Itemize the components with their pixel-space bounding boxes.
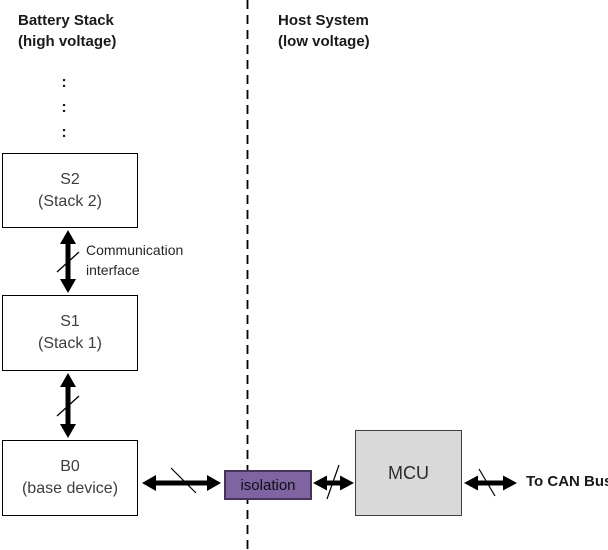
bus-slash-icon [170,467,197,494]
node-isolation: isolation [224,470,312,500]
node-mcu-label: MCU [388,462,429,483]
node-s2: S2 (Stack 2) [2,153,138,228]
stack-continuation-dots-icon: : : : [61,74,67,141]
host-system-title: Host System [278,12,369,29]
arrow-s1-b0 [56,373,80,438]
node-s2-desc: (Stack 2) [37,192,102,210]
arrow-b0-isolation [142,467,221,494]
node-b0-desc: (base device) [21,480,119,497]
node-s1: S1 (Stack 1) [2,295,138,371]
battery-stack-region-header: Battery Stack (high voltage) [18,10,116,52]
arrow-isolation-mcu [313,464,354,500]
communication-interface-label: Communication interface [86,242,184,278]
arrow-mcu-canbus [464,468,517,497]
host-system-subtitle: (low voltage) [278,33,370,50]
node-b0: B0 (base device) [2,440,138,516]
host-system-region-header: Host System (low voltage) [278,10,370,52]
battery-stack-title: Battery Stack [18,12,114,29]
to-can-bus-label: To CAN Bus [526,473,608,490]
node-s2-name: S2 [60,170,80,188]
bus-slash-icon [56,395,80,417]
node-s1-name: S1 [60,313,80,330]
battery-stack-subtitle: (high voltage) [18,33,117,50]
bus-slash-icon [326,464,340,500]
bus-slash-icon [56,251,80,273]
arrow-s2-s1 [56,230,80,293]
node-s1-desc: (Stack 1) [37,335,102,352]
node-isolation-label: isolation [240,476,296,494]
node-mcu: MCU [355,430,462,516]
bus-slash-icon [478,468,496,497]
node-b0-name: B0 [60,458,80,475]
